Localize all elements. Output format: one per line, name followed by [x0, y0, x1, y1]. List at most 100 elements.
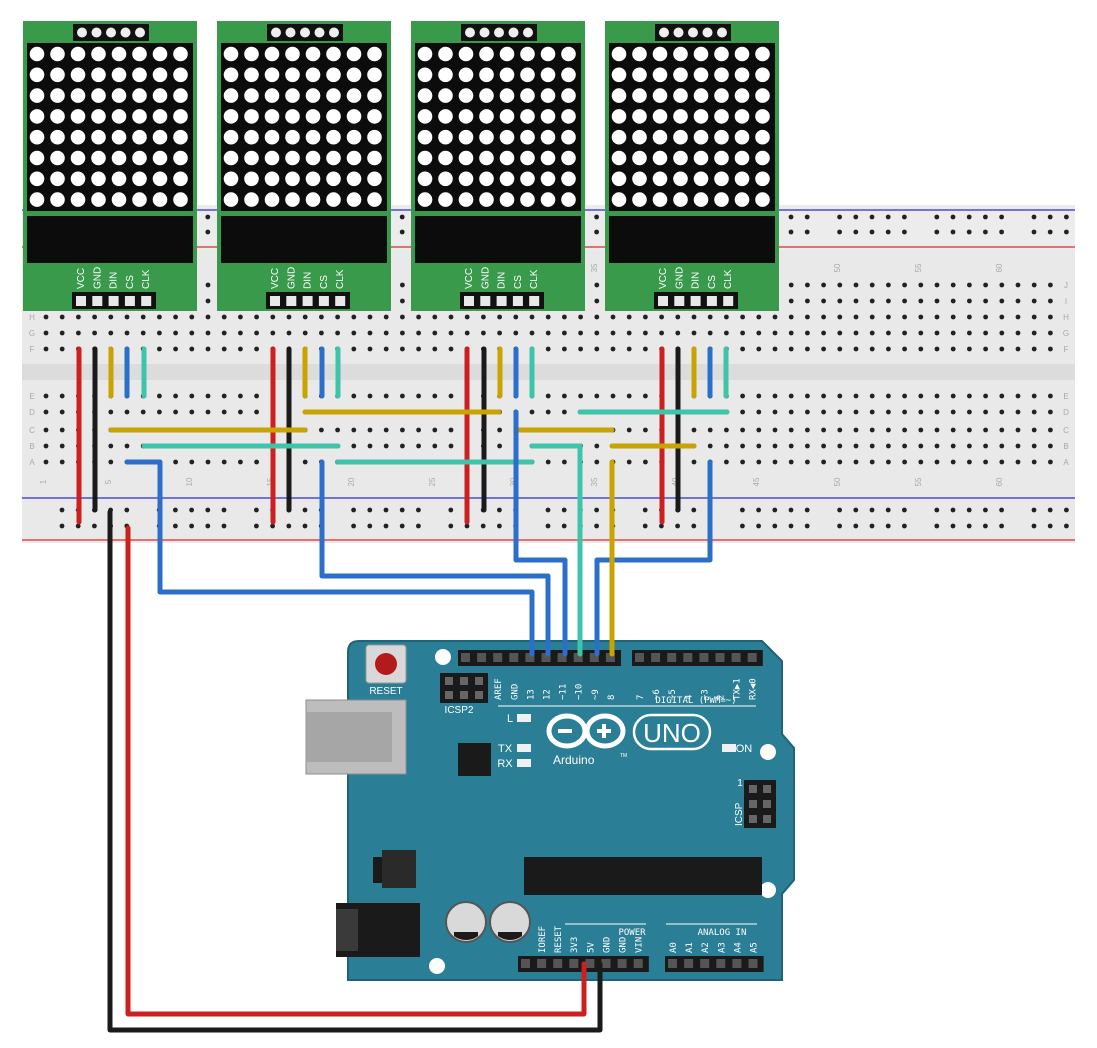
breadboard-hole: [934, 346, 940, 352]
led-dot: [173, 46, 188, 62]
led-dot: [611, 46, 627, 62]
breadboard-hole: [448, 427, 454, 433]
led-dot: [29, 109, 45, 124]
breadboard-hole: [189, 346, 195, 352]
led-dot: [673, 150, 688, 166]
column-number: 55: [914, 477, 923, 486]
header-pin: [92, 296, 103, 306]
rail-hole: [983, 214, 988, 220]
led-dot: [285, 192, 300, 207]
breadboard-hole: [659, 314, 664, 320]
breadboard-hole: [448, 393, 454, 399]
rail-hole: [934, 507, 940, 513]
row-letter: A: [29, 458, 35, 467]
breadboard-hole: [221, 314, 227, 320]
breadboard-hole: [772, 346, 778, 352]
led-dot: [479, 129, 494, 145]
header-pin: [76, 296, 86, 306]
led-dot: [611, 109, 627, 124]
breadboard-hole: [286, 314, 292, 320]
breadboard-hole: [189, 409, 195, 415]
rail-hole: [302, 523, 308, 529]
module-pin-label: CS: [125, 275, 136, 289]
header-socket: [605, 653, 615, 662]
led-dot: [132, 88, 147, 103]
led-dot: [540, 150, 556, 166]
led-dot: [111, 67, 127, 83]
led-dot: [652, 46, 668, 62]
led-dot: [367, 150, 382, 166]
column-number: 5: [104, 479, 113, 484]
column-number: 50: [833, 263, 842, 272]
breadboard-hole: [626, 427, 632, 433]
rail-hole: [983, 523, 988, 529]
breadboard-hole: [675, 314, 681, 320]
arduino-logo-text: Arduino: [553, 753, 595, 767]
module-pin-label: VCC: [658, 268, 669, 289]
rail-hole: [545, 523, 551, 529]
breadboard-hole: [999, 346, 1005, 352]
led-dot: [734, 109, 750, 124]
pin-label: ~11: [559, 684, 569, 700]
breadboard-hole: [983, 298, 988, 304]
breadboard-hole: [578, 314, 583, 320]
led-dot: [540, 109, 556, 124]
header-pin: [723, 296, 734, 306]
breadboard-hole: [238, 346, 243, 352]
breadboard-hole: [740, 409, 745, 415]
rail-hole: [254, 523, 259, 529]
led-dot: [611, 129, 627, 145]
header-pin: [270, 296, 280, 306]
module-4-wires: [659, 346, 729, 525]
led-dot: [714, 88, 729, 103]
rail-hole: [59, 507, 65, 513]
breadboard-hole: [221, 393, 227, 399]
breadboard-hole: [983, 330, 988, 336]
breadboard-hole: [821, 409, 826, 415]
breadboard-hole: [1015, 393, 1021, 399]
rail-hole: [594, 507, 599, 513]
breadboard-hole: [400, 346, 405, 352]
led-dot: [458, 129, 474, 145]
rail-hole: [286, 523, 292, 529]
led-dot: [346, 67, 362, 83]
pin-label: 2: [717, 695, 727, 700]
rail-hole: [189, 507, 195, 513]
breadboard-hole: [983, 393, 988, 399]
pin-label: RX◀0: [749, 678, 759, 700]
rail-hole: [254, 507, 259, 513]
breadboard-hole: [821, 346, 826, 352]
breadboard-hole: [967, 314, 972, 320]
breadboard-hole: [886, 298, 891, 304]
breadboard-hole: [1015, 314, 1021, 320]
breadboard-hole: [724, 427, 729, 433]
breadboard-hole: [562, 459, 567, 465]
reset-button-cap[interactable]: [375, 653, 397, 675]
rail-hole: [966, 523, 972, 529]
led-dot: [611, 88, 627, 103]
led-dot: [70, 109, 86, 124]
led-dot: [632, 129, 647, 145]
header-pin: [314, 27, 325, 38]
rail-hole: [740, 507, 745, 513]
rail-hole: [869, 229, 875, 235]
breadboard-hole: [967, 393, 972, 399]
breadboard-hole: [367, 314, 373, 320]
breadboard-hole: [805, 459, 810, 465]
icsp-pin: [763, 800, 771, 808]
rail-hole: [367, 507, 373, 513]
led-dot: [755, 109, 770, 124]
breadboard-hole: [416, 393, 421, 399]
led-dot: [438, 46, 453, 62]
led-dot: [152, 129, 168, 145]
led-dot: [50, 46, 65, 62]
breadboard-hole: [643, 427, 648, 433]
rail-hole: [837, 507, 842, 513]
breadboard-hole: [351, 393, 357, 399]
icsp2-pin: [475, 677, 483, 685]
led-l: [517, 714, 531, 722]
breadboard-hole: [513, 314, 519, 320]
breadboard-hole: [983, 346, 988, 352]
breadboard-hole: [238, 393, 243, 399]
